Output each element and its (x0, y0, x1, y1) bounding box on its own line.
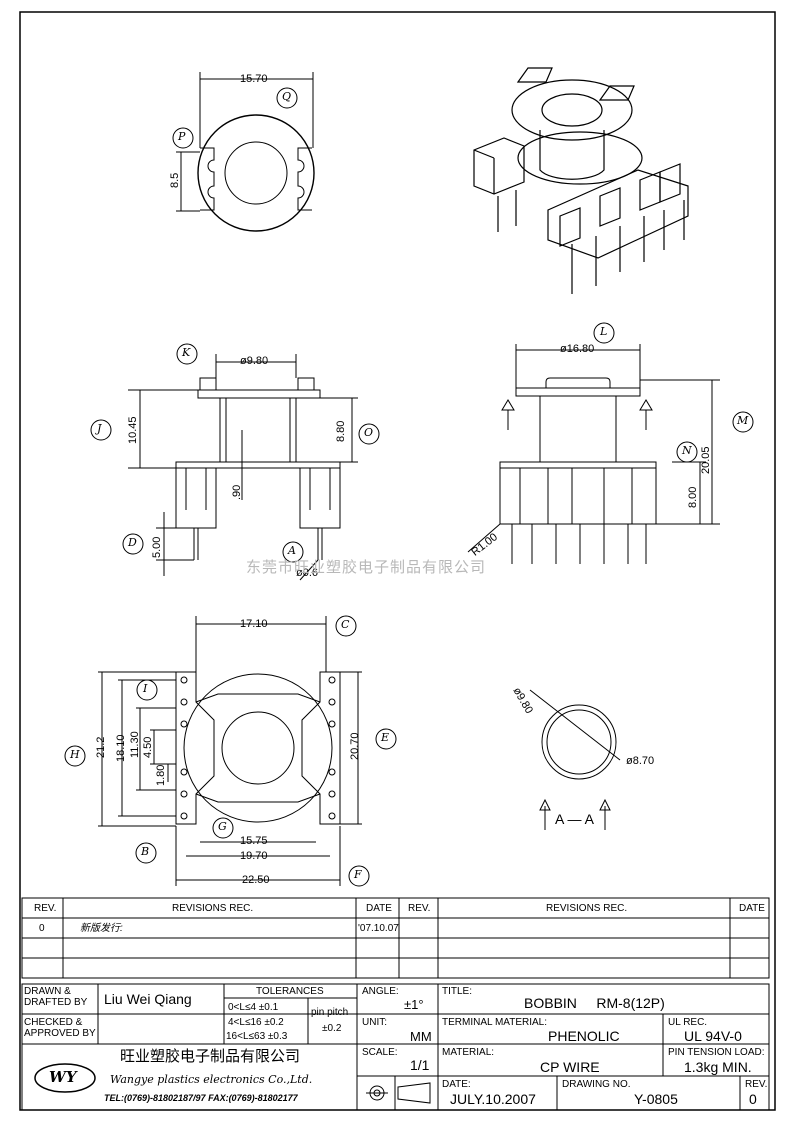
rev-row1-date: '07.10.07 (358, 923, 399, 934)
dim-bottom-d1: 18.10 (115, 734, 127, 762)
tolerances-title: TOLERANCES (256, 986, 324, 997)
rev-row1-rev: 0 (39, 923, 45, 934)
dim-bottom-d4: 1.80 (155, 764, 167, 786)
dim-side-flange: ø16.80 (560, 343, 595, 355)
front-view (128, 354, 358, 581)
pin-pitch-label: pin pitch (311, 1007, 349, 1018)
dim-bottom-d2: 11.30 (129, 731, 141, 758)
material-value: CP WIRE (540, 1059, 600, 1075)
title-value: BOBBIN RM-8(12P) (524, 995, 665, 1011)
tol-line2: 4<L≤16 ±0.2 (228, 1017, 284, 1028)
date-label: DATE: (442, 1079, 471, 1090)
dim-bottom-d3: 4.50 (142, 736, 154, 758)
dim-section-inner: ø8.70 (626, 755, 655, 767)
dim-front-pin-len: 5.00 (151, 536, 163, 558)
angle-value: ±1° (404, 997, 424, 1012)
rev-header-date2: DATE (739, 903, 765, 914)
dim-bottom-right-h: 20.70 (349, 732, 361, 760)
label-c: C (341, 618, 350, 631)
ul-value: UL 94V-0 (684, 1028, 742, 1044)
label-a: A (288, 544, 296, 557)
top-view (176, 72, 315, 232)
rev-header-revisions: REVISIONS REC. (172, 903, 254, 914)
revision-table (21, 897, 770, 979)
dim-front-inner-dia: ø9.80 (240, 355, 269, 367)
title-block-grid (21, 983, 770, 1111)
label-h: H (70, 748, 80, 761)
company-logo-text: WY (49, 1068, 77, 1086)
label-d: D (128, 536, 137, 549)
side-view (467, 344, 720, 564)
ul-label: UL REC. (668, 1017, 708, 1028)
label-q: Q (282, 90, 292, 103)
dim-bottom-w1: 15.75 (240, 835, 268, 847)
isometric-view (473, 67, 689, 294)
unit-label: UNIT: (362, 1017, 387, 1028)
company-tel: TEL:(0769)-81802187/97 FAX:(0769)-818021… (104, 1093, 298, 1103)
label-o: O (364, 426, 374, 439)
label-k: K (182, 346, 191, 359)
drawing-label: DRAWING NO. (562, 1079, 631, 1090)
terminal-label: TERMINAL MATERIAL: (442, 1017, 548, 1028)
rev-header-date: DATE (366, 903, 392, 914)
rev-value: 0 (749, 1091, 757, 1107)
section-label: A — A (555, 811, 594, 827)
rev-header-rev: REV. (34, 903, 57, 914)
dim-bottom-w2: 19.70 (240, 850, 268, 862)
tol-line1: 0<L≤4 ±0.1 (228, 1002, 279, 1013)
label-l: L (600, 325, 608, 338)
material-label: MATERIAL: (442, 1047, 495, 1058)
company-name-en: Wangye plastics electronics Co.,Ltd. (110, 1073, 313, 1086)
label-j: J (97, 422, 102, 435)
pin-pitch-tol: ±0.2 (322, 1023, 342, 1034)
label-n: N (682, 444, 692, 457)
label-g: G (218, 820, 227, 833)
date-value: JULY.10.2007 (450, 1091, 536, 1107)
rev-label: REV. (745, 1079, 768, 1090)
checked-label: CHECKED & APPROVED BY (24, 1017, 96, 1039)
projection-symbol (366, 1082, 431, 1104)
title-label: TITLE: (442, 986, 473, 997)
drawn-name: Liu Wei Qiang (104, 991, 192, 1007)
label-i: I (143, 682, 148, 695)
angle-label: ANGLE: (362, 986, 399, 997)
dim-bottom-height-total: 21.2 (95, 736, 107, 758)
terminal-value: PHENOLIC (548, 1028, 620, 1044)
dim-front-body: 8.80 (335, 420, 347, 442)
dim-bottom-w3: 22.50 (242, 874, 270, 886)
label-circles (64, 87, 754, 887)
tol-line3: 16<L≤63 ±0.3 (226, 1031, 288, 1042)
company-logo (34, 1063, 96, 1093)
company-name-cn: 旺业塑胶电子制品有限公司 (120, 1047, 301, 1065)
drawing-value: Y-0805 (634, 1091, 678, 1107)
pin-tension-label: PIN TENSION LOAD: (668, 1047, 765, 1058)
label-f: F (354, 868, 362, 881)
unit-value: MM (410, 1029, 432, 1044)
dim-side-base: 8.00 (687, 486, 699, 508)
label-e: E (381, 731, 390, 744)
dim-top-width: 15.70 (240, 73, 268, 85)
dim-front-height: 10.45 (127, 416, 139, 444)
dim-bottom-top-width: 17.10 (240, 618, 268, 630)
label-p: P (178, 130, 186, 143)
watermark: 东莞市旺业塑胶电子制品有限公司 (246, 558, 487, 576)
dim-side-total: 20.05 (700, 446, 712, 474)
section-view (529, 689, 621, 830)
rev-header-rev2: REV. (408, 903, 431, 914)
rev-row1-text: 新版发行: (80, 923, 123, 934)
bottom-view (98, 616, 362, 886)
scale-label: SCALE: (362, 1047, 398, 1058)
pin-tension-value: 1.3kg MIN. (684, 1059, 752, 1075)
dim-front-pin-dia: ø0.6 (296, 567, 319, 579)
label-m: M (737, 414, 749, 427)
dim-front-gap: .90 (231, 484, 243, 500)
dim-top-height: 8.5 (169, 172, 181, 188)
rev-header-revisions2: REVISIONS REC. (546, 903, 628, 914)
scale-value: 1/1 (410, 1057, 430, 1073)
drawn-label: DRAWN & DRAFTED BY (24, 986, 88, 1008)
label-b: B (141, 845, 150, 858)
